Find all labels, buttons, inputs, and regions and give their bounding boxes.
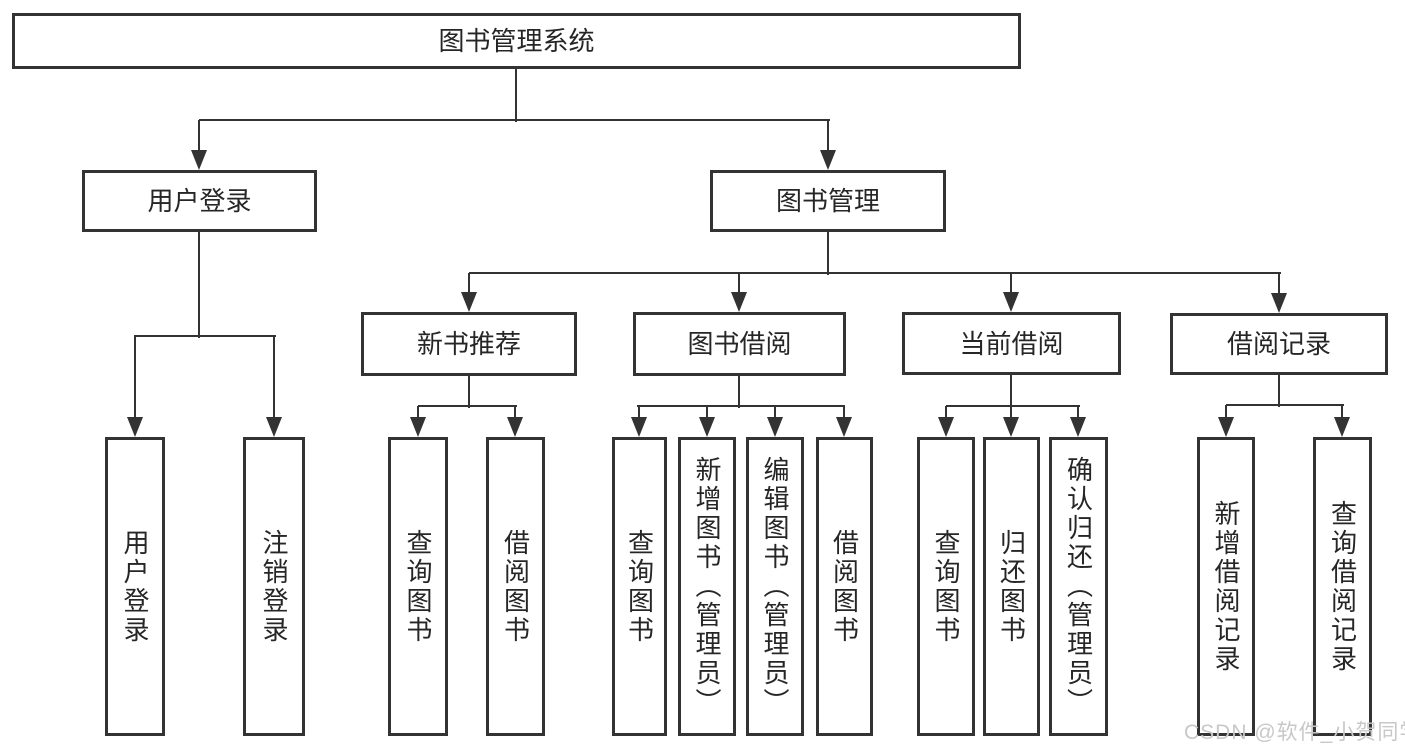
arrow-down-icon	[631, 417, 647, 437]
leaf-user-login: 用户登录	[105, 437, 165, 736]
connector-line	[1010, 375, 1012, 408]
arrow-down-icon	[266, 417, 282, 437]
connector-line	[273, 336, 275, 419]
leaf-logout: 注销登录	[243, 437, 305, 736]
connector-line	[843, 406, 845, 419]
arrow-down-icon	[1070, 417, 1086, 437]
connector-line	[468, 273, 470, 294]
connector-line	[1225, 405, 1227, 419]
connector-line	[1226, 404, 1344, 406]
connector-line	[514, 406, 516, 419]
connector-line	[827, 120, 829, 152]
connector-line	[637, 405, 845, 407]
connector-line	[198, 232, 200, 338]
arrow-down-icon	[461, 292, 477, 312]
leaf-return-book: 归还图书	[983, 437, 1040, 736]
connector-line	[827, 232, 829, 275]
leaf-add-book-admin: 新增图书（管理员）	[678, 437, 736, 736]
connector-line	[199, 119, 830, 121]
arrow-down-icon	[1003, 417, 1019, 437]
connector-line	[515, 69, 517, 122]
leaf-query-books-current: 查询图书	[917, 437, 975, 736]
arrow-down-icon	[507, 417, 523, 437]
connector-line	[468, 376, 470, 408]
connector-line	[1010, 273, 1012, 294]
arrow-down-icon	[1334, 417, 1350, 437]
arrow-down-icon	[127, 417, 143, 437]
node-user-login-branch: 用户登录	[82, 170, 317, 232]
watermark: CSDN @软件_小贺同学	[1184, 721, 1405, 744]
leaf-query-books-borrow: 查询图书	[612, 437, 667, 736]
arrow-down-icon	[410, 417, 426, 437]
connector-line	[418, 405, 517, 407]
connector-line	[1278, 375, 1280, 407]
arrow-down-icon	[731, 292, 747, 312]
connector-line	[198, 120, 200, 152]
leaf-query-borrow-record: 查询借阅记录	[1313, 437, 1372, 736]
arrow-down-icon	[1003, 292, 1019, 312]
arrow-down-icon	[1218, 417, 1234, 437]
node-book-borrow: 图书借阅	[633, 312, 846, 376]
arrow-down-icon	[836, 417, 852, 437]
node-new-book-recommend: 新书推荐	[361, 312, 577, 376]
connector-line	[638, 406, 640, 419]
leaf-query-books-recommend: 查询图书	[388, 437, 448, 736]
connector-line	[706, 406, 708, 419]
node-root: 图书管理系统	[12, 13, 1021, 69]
arrow-down-icon	[938, 417, 954, 437]
connector-line	[469, 272, 1281, 274]
leaf-confirm-return-admin: 确认归还（管理员）	[1049, 437, 1108, 736]
connector-line	[134, 335, 276, 337]
arrow-down-icon	[191, 150, 207, 170]
arrow-down-icon	[767, 417, 783, 437]
arrow-down-icon	[820, 150, 836, 170]
arrow-down-icon	[699, 417, 715, 437]
leaf-add-borrow-record: 新增借阅记录	[1197, 437, 1255, 736]
node-borrow-records: 借阅记录	[1170, 313, 1388, 375]
connector-line	[1077, 406, 1079, 419]
connector-line	[1010, 406, 1012, 419]
node-book-management: 图书管理	[710, 170, 946, 232]
connector-line	[417, 406, 419, 419]
leaf-borrow-books-recommend: 借阅图书	[486, 437, 545, 736]
connector-line	[738, 376, 740, 408]
connector-line	[134, 336, 136, 419]
connector-line	[1278, 273, 1280, 295]
connector-line	[946, 405, 1080, 407]
connector-line	[945, 406, 947, 419]
leaf-borrow-books-borrow: 借阅图书	[816, 437, 873, 736]
arrow-down-icon	[1271, 293, 1287, 313]
node-current-borrow: 当前借阅	[902, 312, 1121, 375]
leaf-edit-book-admin: 编辑图书（管理员）	[746, 437, 804, 736]
connector-line	[774, 406, 776, 419]
connector-line	[738, 273, 740, 294]
connector-line	[1341, 405, 1343, 419]
